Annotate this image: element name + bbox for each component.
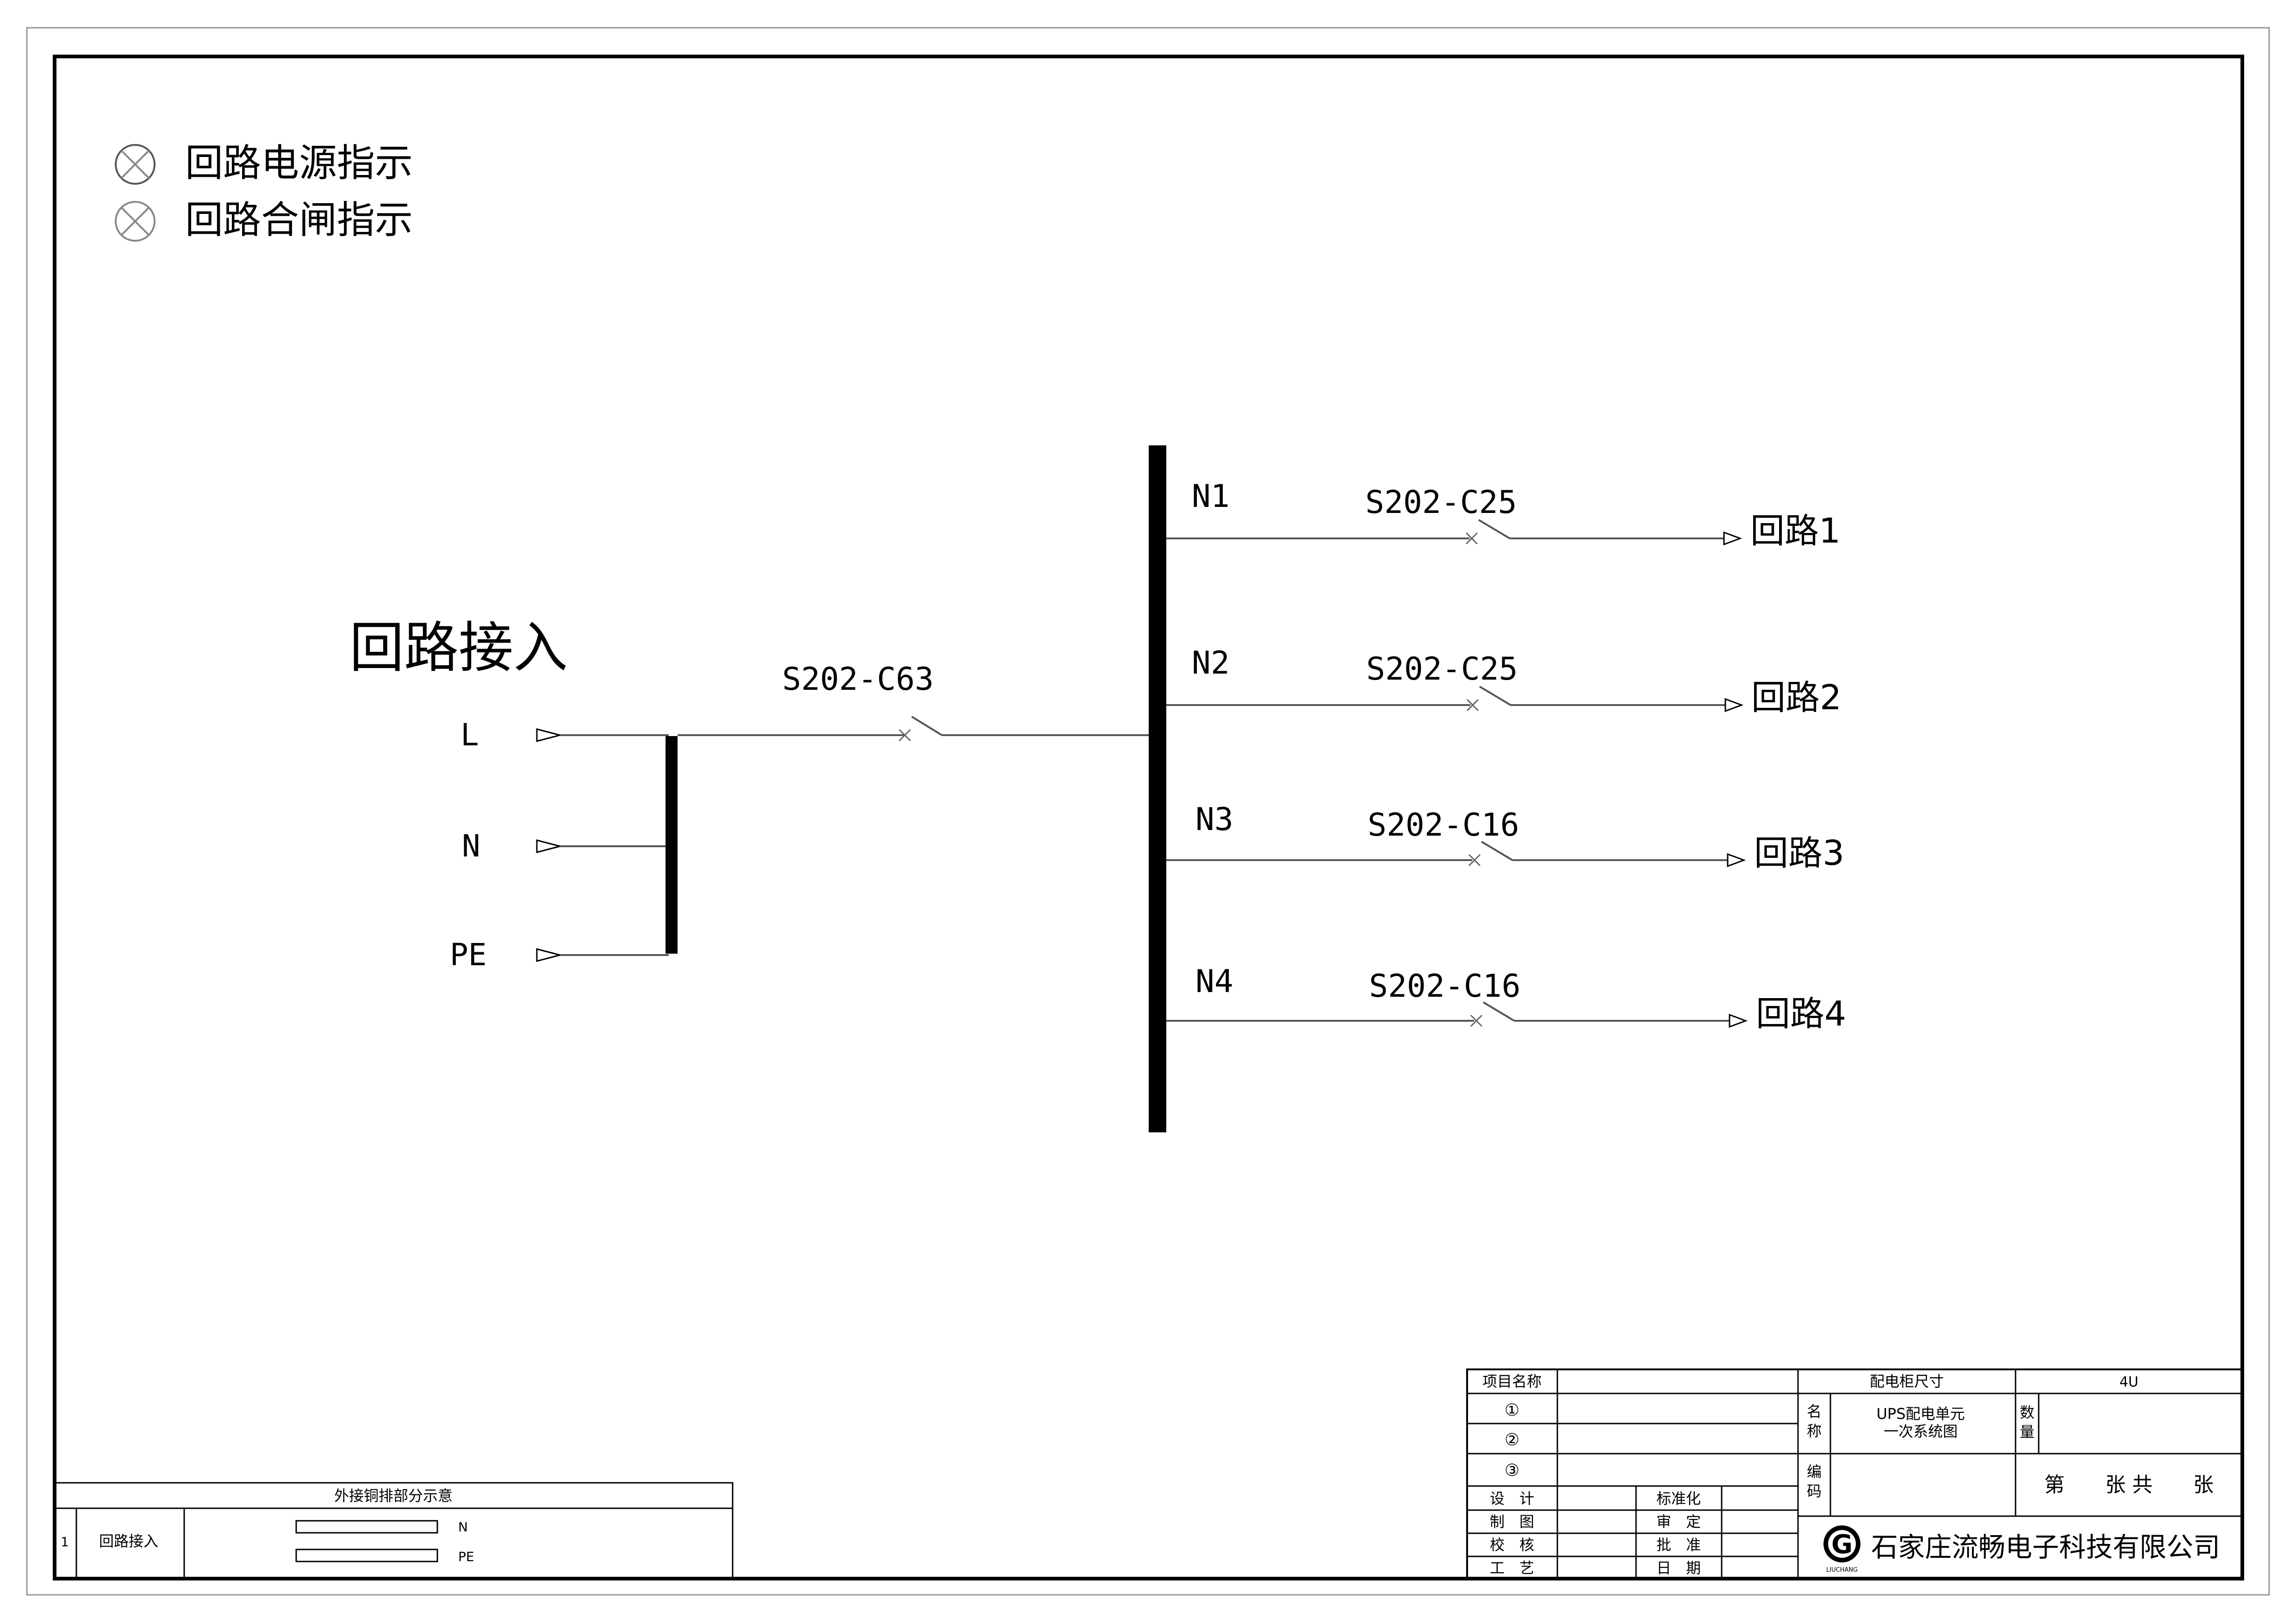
quantity-label-2: 量 (2020, 1423, 2035, 1441)
project-name-label: 项目名称 (1482, 1373, 1542, 1390)
terminal-arrow-icon (536, 728, 563, 742)
terminal-arrow-icon (536, 948, 563, 962)
breaker-cross-icon (1470, 1014, 1483, 1027)
role-ratify: 批 准 (1656, 1536, 1701, 1554)
drawing-name-2: 一次系统图 (1884, 1423, 1958, 1440)
outer-border (26, 27, 2270, 1596)
branch-bus-label: N1 (1192, 478, 1230, 515)
branch-breaker-label: S202-C16 (1368, 807, 1519, 843)
sheet-count: 第 张 共 张 (2044, 1473, 2214, 1497)
branch-bus-label: N3 (1195, 801, 1233, 838)
role-design: 设 计 (1490, 1490, 1534, 1507)
copper-bar-label-pe: PE (458, 1549, 474, 1564)
main-breaker-contact (911, 716, 943, 736)
breaker-cross-icon (1465, 532, 1478, 545)
role-date: 日 期 (1656, 1559, 1701, 1577)
branch-1: N1 S202-C25 回路1 (1166, 478, 1841, 551)
branch-breaker-label: S202-C16 (1369, 968, 1521, 1005)
output-arrow-icon (1729, 1013, 1748, 1028)
output-arrow-icon (1723, 531, 1742, 546)
output-arrow-icon (1727, 853, 1746, 868)
indicator-lamp-icon (115, 144, 156, 185)
legend-label-closing: 回路合闸指示 (185, 198, 413, 242)
code-label-2: 码 (1807, 1482, 1822, 1500)
quantity-label-1: 数 (2020, 1404, 2035, 1421)
role-check: 校 核 (1490, 1536, 1534, 1554)
breaker-cross-icon (898, 729, 911, 742)
copper-bar-n (295, 1520, 438, 1534)
terminal-arrow-icon (536, 839, 563, 853)
incoming-busbar (666, 736, 678, 954)
branch-4: N4 S202-C16 回路4 (1166, 963, 1846, 1034)
circuit-label: 回路2 (1751, 678, 1842, 718)
logo-subtext: LIUCHANG (1826, 1567, 1858, 1574)
drawing-name-1: UPS配电单元 (1876, 1405, 1965, 1423)
title-block: 项目名称 配电柜尺寸 4U ① ② ③ 名 称 UPS配电单元 一次系统图 数 … (1466, 1368, 2243, 1580)
phase-label-pe: PE (450, 937, 486, 973)
branch-3: N3 S202-C16 回路3 (1166, 801, 1844, 873)
circuit-label: 回路3 (1754, 833, 1844, 873)
breaker-cross-icon (1466, 699, 1479, 712)
branch-2: N2 S202-C25 回路2 (1166, 645, 1842, 718)
inner-frame (53, 55, 2244, 1580)
branch-bus-label: N2 (1192, 645, 1230, 681)
circled-3: ③ (1505, 1461, 1519, 1480)
company-name: 石家庄流畅电子科技有限公司 (1871, 1531, 2220, 1563)
name-label-1: 名 (1807, 1403, 1822, 1420)
legend: 回路电源指示 回路合闸指示 (115, 141, 413, 242)
copper-table-row-no: 1 (61, 1534, 69, 1549)
main-breaker-label: S202-C63 (782, 661, 934, 698)
phase-label-l: L (460, 717, 479, 753)
copper-table-title: 外接铜排部分示意 (334, 1487, 453, 1505)
branch-breaker-label: S202-C25 (1366, 651, 1518, 687)
copper-bar-table: 外接铜排部分示意 1 回路接入 N PE (54, 1482, 734, 1580)
circled-2: ② (1505, 1430, 1519, 1449)
circuit-label: 回路4 (1756, 994, 1846, 1034)
cabinet-size-value: 4U (2119, 1374, 2138, 1390)
role-process: 工 艺 (1490, 1559, 1534, 1577)
branch-breaker-label: S202-C25 (1365, 484, 1517, 521)
code-label-1: 编 (1807, 1463, 1822, 1480)
company-logo: G LIUCHANG (1823, 1525, 1860, 1574)
copper-table-row-label: 回路接入 (99, 1532, 158, 1550)
phase-label-n: N (462, 828, 480, 864)
logo-letter: G (1831, 1530, 1853, 1560)
role-approve: 审 定 (1656, 1513, 1701, 1530)
copper-bar-pe (295, 1549, 438, 1562)
name-label-2: 称 (1807, 1422, 1822, 1440)
circled-1: ① (1505, 1401, 1519, 1420)
branch-bus-label: N4 (1195, 963, 1233, 1000)
circuit-label: 回路1 (1750, 511, 1841, 551)
legend-label-power: 回路电源指示 (185, 141, 413, 185)
copper-bar-label-n: N (458, 1519, 468, 1535)
role-standard: 标准化 (1656, 1490, 1701, 1507)
cabinet-size-label: 配电柜尺寸 (1870, 1373, 1944, 1390)
indicator-lamp-icon (115, 201, 156, 242)
role-draft: 制 图 (1490, 1513, 1534, 1530)
distribution-busbar (1149, 445, 1166, 1132)
output-arrow-icon (1724, 698, 1744, 712)
breaker-cross-icon (1468, 854, 1481, 867)
incoming-title: 回路接入 (349, 616, 568, 680)
